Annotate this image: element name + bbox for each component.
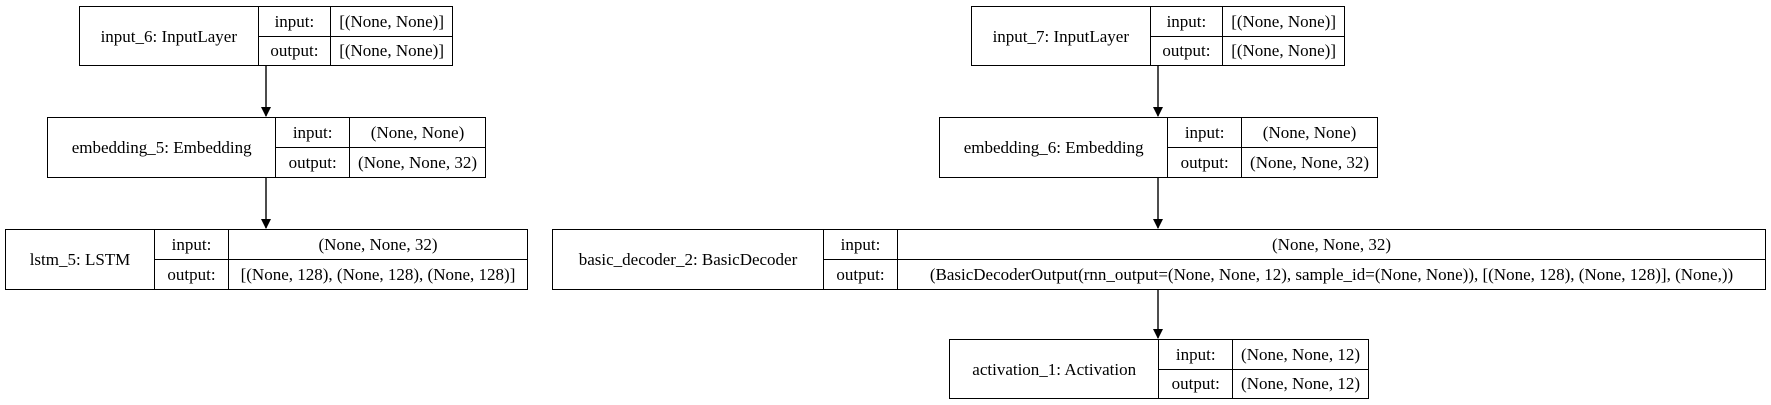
- input-label: input:: [1168, 118, 1242, 148]
- input-shape: (None, None, 32): [229, 230, 527, 260]
- io-values: (None, None, 32) (BasicDecoderOutput(rnn…: [898, 230, 1765, 289]
- io-values: [(None, None)] [(None, None)]: [331, 7, 452, 65]
- input-shape: [(None, None)]: [331, 7, 452, 37]
- io-values: (None, None, 12) (None, None, 12): [1233, 340, 1368, 398]
- node-name: input_6: InputLayer: [80, 7, 259, 65]
- io-labels: input: output:: [155, 230, 229, 289]
- input-label: input:: [824, 230, 897, 260]
- io-values: (None, None) (None, None, 32): [1242, 118, 1377, 177]
- node-input-6: input_6: InputLayer input: output: [(Non…: [79, 6, 453, 66]
- node-name: basic_decoder_2: BasicDecoder: [553, 230, 824, 289]
- input-shape: [(None, None)]: [1223, 7, 1344, 37]
- io-values: [(None, None)] [(None, None)]: [1223, 7, 1344, 65]
- output-shape: [(None, 128), (None, 128), (None, 128)]: [240, 265, 516, 284]
- io-values: (None, None, 32) [(None, 128), (None, 12…: [229, 230, 527, 289]
- output-label: output:: [167, 265, 216, 284]
- node-embedding-6: embedding_6: Embedding input: output: (N…: [939, 117, 1378, 178]
- io-labels: input: output:: [1168, 118, 1243, 177]
- output-label: output:: [288, 153, 337, 172]
- input-label: input:: [155, 230, 228, 260]
- io-labels: input: output:: [276, 118, 351, 177]
- node-basic-decoder-2: basic_decoder_2: BasicDecoder input: out…: [552, 229, 1766, 290]
- output-shape: [(None, None)]: [339, 41, 444, 61]
- output-label: output:: [1162, 41, 1211, 61]
- node-embedding-5: embedding_5: Embedding input: output: (N…: [47, 117, 486, 178]
- output-label: output:: [270, 41, 319, 61]
- node-name: embedding_6: Embedding: [940, 118, 1169, 177]
- output-label: output:: [1180, 153, 1229, 172]
- input-label: input:: [258, 7, 331, 37]
- input-shape: (None, None, 32): [898, 230, 1765, 260]
- node-name: input_7: InputLayer: [972, 7, 1151, 65]
- input-label: input:: [276, 118, 350, 148]
- input-label: input:: [1150, 7, 1223, 37]
- input-shape: (None, None): [1242, 118, 1377, 148]
- io-labels: input: output:: [1150, 7, 1224, 65]
- io-labels: input: output:: [1159, 340, 1234, 398]
- input-label: input:: [1159, 340, 1233, 370]
- input-shape: (None, None, 12): [1233, 340, 1368, 370]
- node-activation-1: activation_1: Activation input: output: …: [949, 339, 1369, 399]
- output-shape: (BasicDecoderOutput(rnn_output=(None, No…: [929, 265, 1734, 284]
- output-shape: [(None, None)]: [1231, 41, 1336, 61]
- input-shape: (None, None): [350, 118, 485, 148]
- output-shape: (None, None, 12): [1241, 374, 1360, 394]
- node-input-7: input_7: InputLayer input: output: [(Non…: [971, 6, 1345, 66]
- output-label: output:: [836, 265, 885, 284]
- output-shape: (None, None, 32): [358, 153, 477, 172]
- node-name: activation_1: Activation: [950, 340, 1160, 398]
- node-lstm-5: lstm_5: LSTM input: output: (None, None,…: [5, 229, 528, 290]
- io-values: (None, None) (None, None, 32): [350, 118, 485, 177]
- node-name: embedding_5: Embedding: [48, 118, 277, 177]
- output-label: output:: [1171, 374, 1220, 394]
- output-shape: (None, None, 32): [1250, 153, 1369, 172]
- io-labels: input: output:: [258, 7, 332, 65]
- node-name: lstm_5: LSTM: [6, 230, 155, 289]
- io-labels: input: output:: [824, 230, 898, 289]
